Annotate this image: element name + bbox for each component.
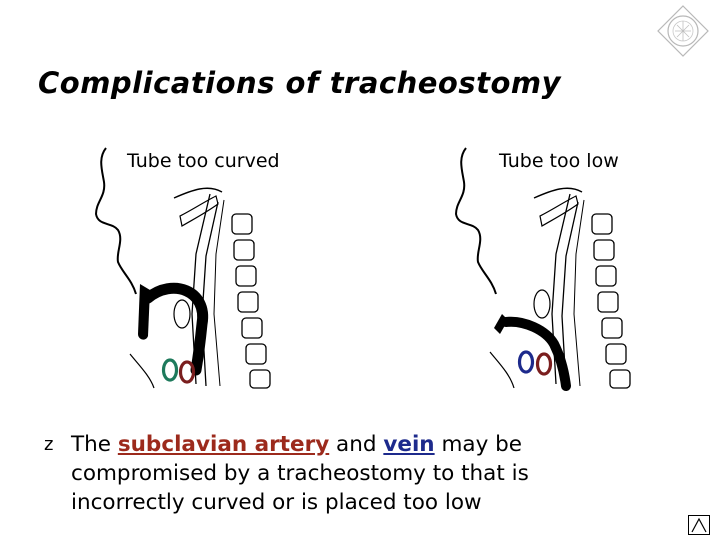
tube-too-low-illustration [454,147,631,391]
tube-too-curved-illustration [94,147,271,389]
bullet-point: z The subclavian artery and vein may be … [44,430,634,517]
caption-tube-too-curved: Tube too curved [127,150,280,172]
slide-nav-button[interactable] [688,515,710,535]
bullet-text-middle: and [329,432,384,457]
caption-tube-too-low: Tube too low [499,150,619,172]
bullet-text-start: The [71,432,118,457]
bullet-text: The subclavian artery and vein may be co… [71,430,634,517]
subclavian-artery-term: subclavian artery [117,432,330,457]
bullet-text-end: may be compromised by a tracheostomy to … [71,432,529,515]
slide-nav-triangle-icon [691,517,707,533]
vein-term: vein [383,432,435,457]
bullet-marker: z [44,434,54,455]
seal-emblem-icon [657,5,709,57]
slide-title: Complications of tracheostomy [38,66,562,100]
